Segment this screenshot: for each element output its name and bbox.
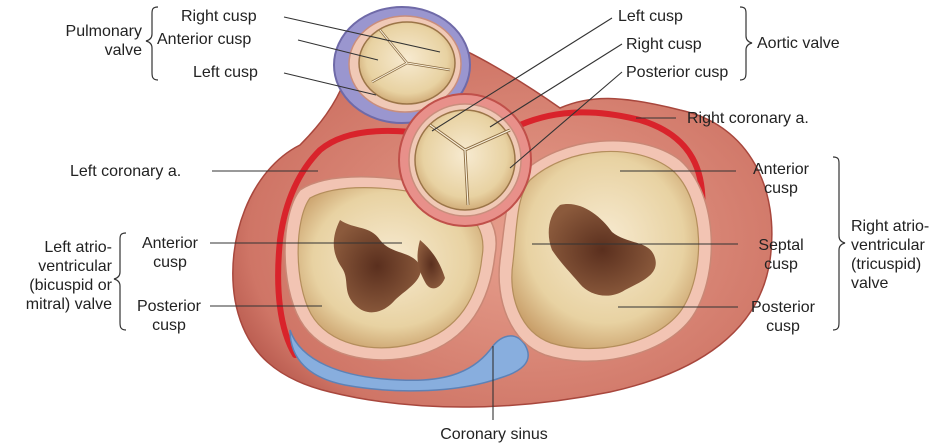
left-coronary-artery	[275, 127, 443, 358]
label-tricuspid-posterior-cusp: Posterior cusp	[740, 298, 826, 336]
label-pulmonary-anterior-cusp: Anterior cusp	[157, 31, 252, 48]
label-tricuspid-septal-line1: Septal	[758, 237, 804, 254]
label-pulmonary-right-cusp: Right cusp	[181, 8, 257, 25]
label-tricuspid-septal-cusp: Septal cusp	[742, 236, 820, 274]
label-pulmonary-valve-line1: Pulmonary	[65, 23, 142, 40]
label-aortic-valve: Aortic valve	[757, 35, 840, 52]
label-coronary-sinus: Coronary sinus	[440, 426, 548, 443]
label-pulmonary-valve-line2: valve	[104, 42, 142, 59]
label-pulmonary-valve: Pulmonary valve	[38, 22, 142, 60]
label-right-coronary: Right coronary a.	[687, 110, 809, 127]
label-aortic-posterior-cusp: Posterior cusp	[626, 64, 729, 81]
aortic-valve-leaflets	[414, 109, 516, 211]
coronary-sinus-vessel	[289, 329, 529, 392]
label-mitral-anterior-cusp: Anterior cusp	[128, 234, 212, 272]
pulmonary-valve-leaflets	[358, 21, 456, 105]
label-tricuspid-anterior-cusp: Anterior cusp	[742, 160, 820, 198]
label-tricuspid-valve-line2: ventricular	[851, 237, 925, 254]
label-aortic-left-cusp: Left cusp	[618, 8, 683, 25]
label-mitral-anterior-line1: Anterior	[141, 235, 199, 252]
label-tricuspid-anterior-line1: Anterior	[752, 161, 810, 178]
tricuspid-chordae	[548, 204, 656, 296]
label-mitral-valve-line4: mitral) valve	[25, 296, 112, 313]
label-pulmonary-left-cusp: Left cusp	[193, 64, 258, 81]
label-tricuspid-valve: Right atrio- ventricular (tricuspid) val…	[851, 217, 929, 293]
label-tricuspid-posterior-line2: cusp	[766, 318, 800, 335]
label-aortic-right-cusp: Right cusp	[626, 36, 702, 53]
label-mitral-posterior-cusp: Posterior cusp	[124, 297, 214, 335]
leader-lines	[210, 16, 738, 420]
label-left-coronary: Left coronary a.	[70, 163, 182, 180]
label-mitral-valve: Left atrio- ventricular (bicuspid or mit…	[0, 238, 112, 314]
label-tricuspid-posterior-line1: Posterior	[750, 299, 816, 316]
label-tricuspid-anterior-line2: cusp	[764, 180, 798, 197]
label-mitral-valve-line1: Left atrio-	[44, 239, 112, 256]
label-tricuspid-valve-line4: valve	[851, 275, 889, 292]
label-mitral-valve-line2: ventricular	[38, 258, 112, 275]
label-tricuspid-septal-line2: cusp	[764, 256, 798, 273]
label-tricuspid-valve-line3: (tricuspid)	[851, 256, 922, 273]
label-tricuspid-valve-line1: Right atrio-	[851, 218, 930, 235]
label-mitral-posterior-line1: Posterior	[136, 298, 202, 315]
brackets	[113, 6, 846, 331]
label-mitral-anterior-line2: cusp	[153, 254, 187, 271]
label-mitral-posterior-line2: cusp	[152, 317, 186, 334]
label-mitral-valve-line3: (bicuspid or	[29, 277, 112, 294]
